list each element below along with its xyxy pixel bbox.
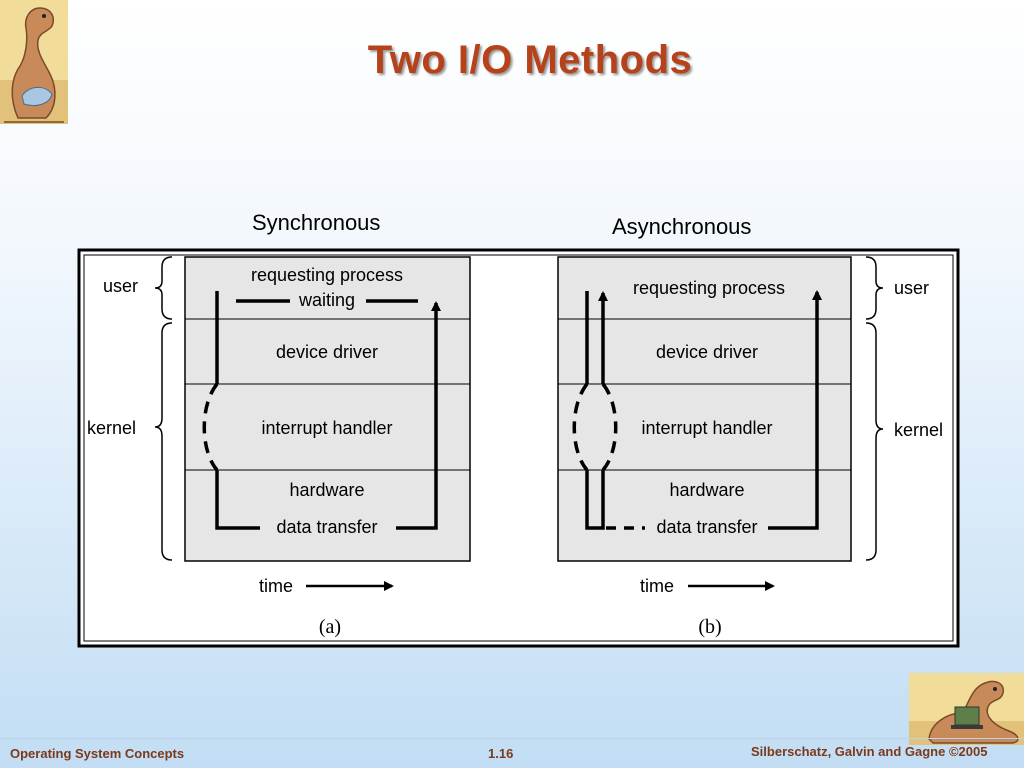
slide-title: Two I/O Methods — [367, 38, 693, 82]
flow-return-line — [396, 301, 441, 530]
time-label: time — [259, 576, 293, 596]
flow-bottom-line — [585, 470, 605, 530]
footer-copyright: Silberschatz, Galvin and Gagne ©2005 — [751, 744, 988, 759]
brace-user — [865, 256, 884, 320]
footer-slide-number: 1.16 — [488, 746, 514, 761]
layer-box-sync — [184, 256, 471, 562]
side-label-kernel: kernel — [894, 420, 943, 440]
footer-course-title: Operating System Concepts — [10, 746, 185, 761]
brace-kernel — [865, 322, 884, 561]
brace-user — [154, 256, 173, 320]
flow-dashed-curve-right — [601, 382, 618, 472]
label-hardware: hardware — [289, 480, 364, 500]
flow-bottom-line — [215, 470, 260, 530]
flow-dashed-curve — [202, 382, 219, 472]
side-label-user: user — [103, 276, 138, 296]
panel-synchronous: requesting process waiting device driver… — [87, 256, 471, 638]
label-requesting-process: requesting process — [633, 278, 785, 298]
flow-return-line — [768, 290, 822, 530]
side-label-user: user — [894, 278, 929, 298]
label-data-transfer: data transfer — [276, 517, 377, 537]
label-data-transfer: data transfer — [656, 517, 757, 537]
asynchronous-heading: Asynchronous — [612, 214, 752, 239]
side-label-kernel: kernel — [87, 418, 136, 438]
panel-caption: (a) — [319, 616, 341, 638]
label-device-driver: device driver — [276, 342, 378, 362]
flow-dashed-curve-left — [572, 382, 589, 472]
dinosaur-logo-bottom — [909, 673, 1024, 745]
label-requesting-process: requesting process — [251, 265, 403, 285]
panel-caption: (b) — [698, 616, 721, 638]
panel-asynchronous: requesting process device driver interru… — [557, 256, 943, 638]
label-interrupt-handler: interrupt handler — [261, 418, 392, 438]
footer-divider — [0, 738, 1024, 739]
dinosaur-logo-top — [0, 0, 68, 124]
diagram-frame-inner — [83, 254, 954, 642]
brace-kernel — [154, 322, 173, 561]
label-hardware: hardware — [669, 480, 744, 500]
layer-box-async — [557, 256, 852, 562]
time-label: time — [640, 576, 674, 596]
synchronous-heading: Synchronous — [252, 210, 381, 235]
label-device-driver: device driver — [656, 342, 758, 362]
label-interrupt-handler: interrupt handler — [641, 418, 772, 438]
label-waiting: waiting — [298, 290, 355, 310]
